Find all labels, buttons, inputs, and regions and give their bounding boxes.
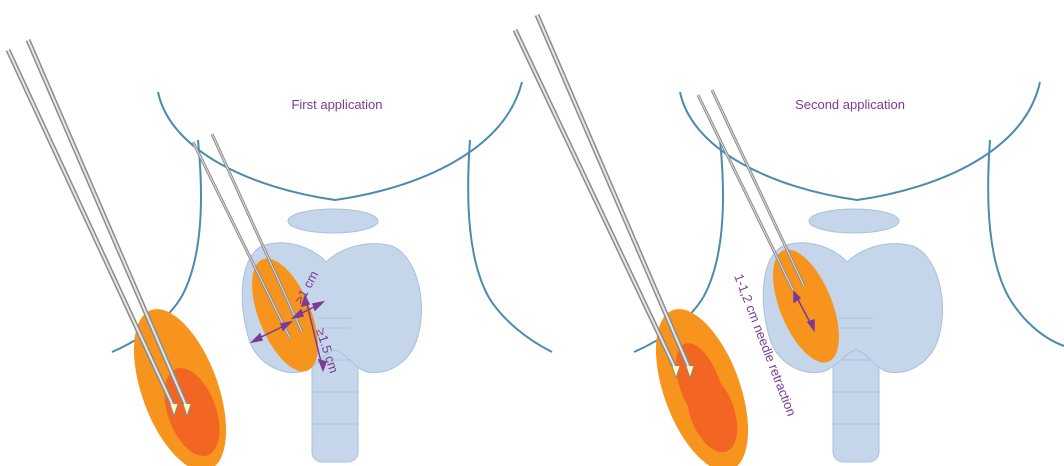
hyoid-bone	[288, 209, 378, 233]
magnified-needle	[515, 15, 767, 466]
panel-second-application: Second application 1-1,2 cm needle retra…	[515, 15, 1064, 466]
hyoid-bone	[809, 209, 899, 233]
magnified-needle	[8, 40, 245, 466]
first-application-title: First application	[291, 97, 382, 112]
neck-right-outline	[468, 140, 552, 352]
second-application-title: Second application	[795, 97, 905, 112]
neck-right-outline	[988, 140, 1064, 346]
panel-first-application: ≥1 cm ≥1.5 cm First application	[8, 40, 552, 466]
